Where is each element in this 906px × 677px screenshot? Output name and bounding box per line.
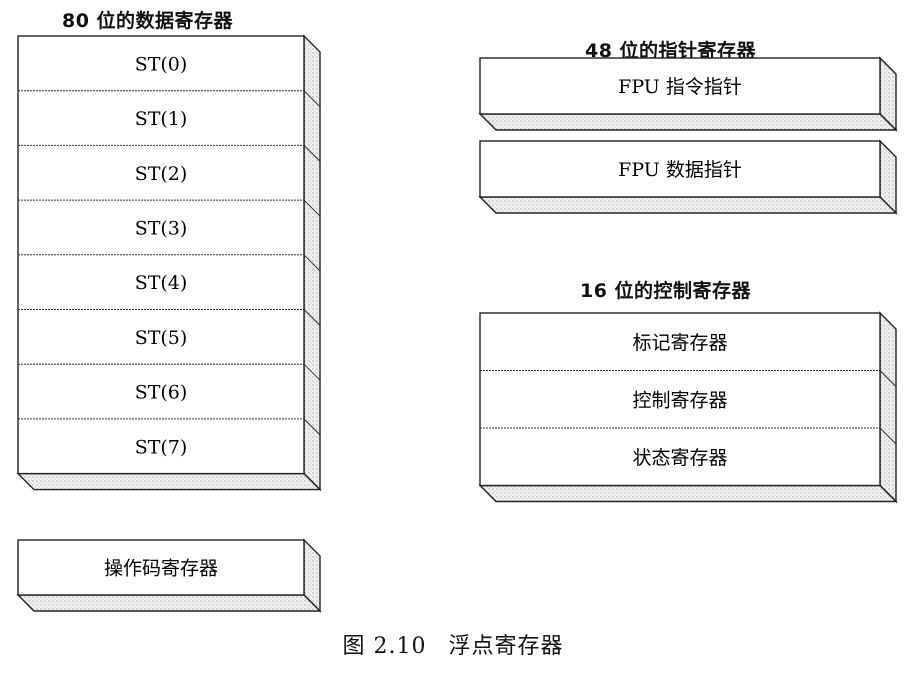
fpu-data-pointer-block: FPU 数据指针 bbox=[478, 139, 898, 215]
data-register-cell-label: ST(6) bbox=[135, 382, 188, 404]
opcode-register-front-face bbox=[17, 539, 305, 596]
data-register-bottom-face bbox=[16, 472, 322, 491]
data-register-side-divider bbox=[303, 145, 321, 162]
data-register-block: ST(0) ST(1) ST(2) ST(3) ST(4) ST(5) ST(6) ST(7) bbox=[16, 34, 322, 492]
data-register-cell-label: ST(0) bbox=[135, 53, 188, 75]
fpu-instruction-pointer-front-face bbox=[479, 57, 881, 115]
control-registers-title: 16 位的控制寄存器 bbox=[580, 280, 752, 302]
control-register-front-face bbox=[479, 312, 881, 487]
fpu-instruction-pointer-block: FPU 指令指针 bbox=[478, 56, 898, 132]
pointer-registers-title: 48 位的指针寄存器 bbox=[585, 40, 757, 62]
figure-number: 图 2.10 bbox=[342, 634, 427, 659]
control-register-bottom-face bbox=[478, 484, 898, 503]
opcode-register-bottom-face bbox=[16, 594, 322, 612]
control-register-side-divider bbox=[879, 427, 897, 445]
data-register-cell-label: ST(4) bbox=[135, 272, 188, 294]
data-registers-title: 80 位的数据寄存器 bbox=[62, 10, 234, 32]
data-register-cell-label: ST(3) bbox=[135, 217, 188, 239]
control-register-cell-label: 状态寄存器 bbox=[632, 447, 727, 469]
data-register-side-divider bbox=[303, 418, 321, 436]
figure-title: 浮点寄存器 bbox=[448, 634, 564, 659]
fpu-data-pointer-bottom-face bbox=[478, 196, 898, 214]
data-register-cell-label: ST(2) bbox=[135, 163, 188, 185]
figure-caption: 图 2.10 浮点寄存器 bbox=[0, 628, 906, 660]
control-register-side-face bbox=[879, 311, 897, 504]
data-register-side-divider bbox=[303, 199, 321, 217]
data-register-cell-label: ST(5) bbox=[135, 327, 188, 349]
fpu-instruction-pointer-bottom-face bbox=[478, 113, 898, 131]
fpu-data-pointer-cell-label: FPU 数据指针 bbox=[618, 159, 742, 181]
data-register-side-divider bbox=[303, 309, 321, 326]
opcode-register-cell-label: 操作码寄存器 bbox=[104, 558, 218, 580]
data-register-cell-label: ST(1) bbox=[135, 108, 188, 130]
control-register-side-divider bbox=[879, 370, 897, 387]
data-register-cell-label: ST(7) bbox=[135, 436, 188, 458]
fpu-instruction-pointer-cell-label: FPU 指令指针 bbox=[618, 76, 742, 98]
opcode-register-block: 操作码寄存器 bbox=[16, 538, 322, 613]
control-register-cell-label: 控制寄存器 bbox=[632, 389, 727, 411]
data-register-side-divider bbox=[303, 254, 321, 272]
control-register-cell-label: 标记寄存器 bbox=[632, 332, 727, 354]
fpu-data-pointer-front-face bbox=[479, 140, 881, 198]
data-register-side-divider bbox=[303, 90, 321, 108]
data-register-side-divider bbox=[303, 363, 321, 381]
